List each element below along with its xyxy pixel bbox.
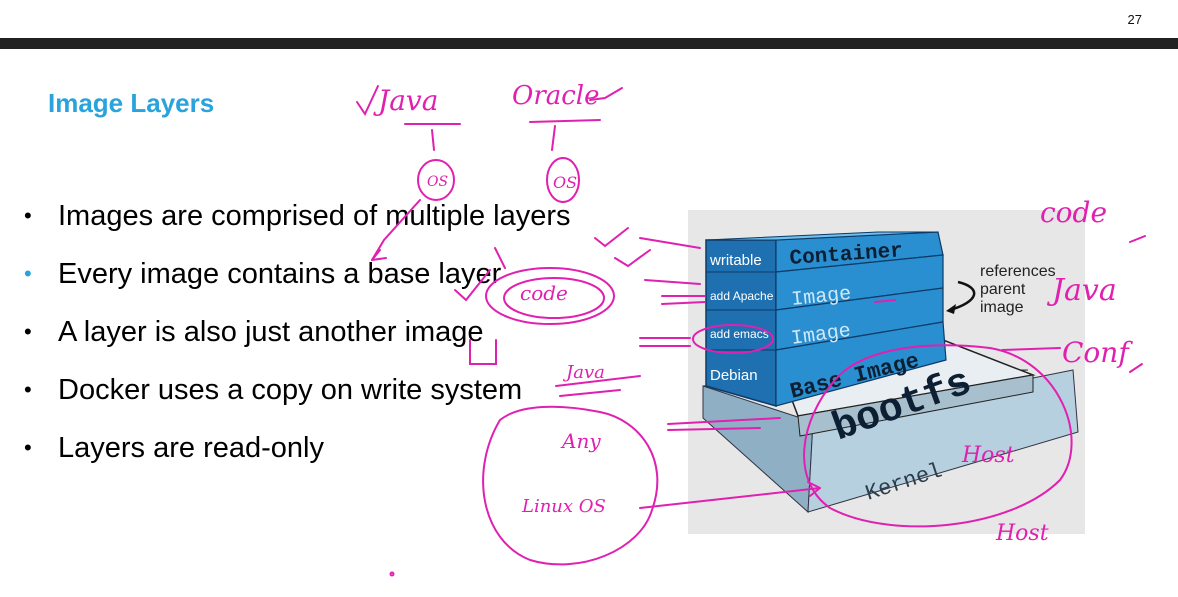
stroke [1129, 235, 1146, 243]
bullet-item: • Layers are read-only [24, 419, 598, 477]
references-arrow-icon [949, 280, 976, 312]
slide-title: Image Layers [48, 88, 215, 118]
checkmark-icon [594, 227, 629, 248]
connector-stroke [431, 129, 435, 151]
bullet-item: • Images are comprised of multiple layer… [24, 187, 598, 245]
arrowhead-icon [946, 304, 956, 314]
references-label: parent [980, 281, 1026, 298]
bullet-dot: • [24, 319, 32, 344]
layers-svg: writable add Apache add emacs Debian Con… [702, 231, 1079, 514]
checkmark-icon [356, 85, 379, 117]
bullet-dot: • [24, 261, 32, 286]
references-label: image [980, 299, 1024, 316]
bullet-list: • Images are comprised of multiple layer… [24, 187, 598, 477]
ink-dot [389, 571, 395, 577]
bullet-text: A layer is also just another image [58, 316, 484, 348]
title-bar [0, 38, 1178, 49]
page-number: 27 [1127, 12, 1142, 27]
checkmark-icon [589, 87, 623, 101]
bullet-text: Layers are read-only [58, 432, 324, 464]
arrow-stroke [639, 337, 691, 347]
handwritten-linux-os: Linux OS [521, 496, 606, 517]
references-label: references [980, 263, 1056, 280]
bullet-item: • Every image contains a base layer [24, 245, 598, 303]
checkmark-icon [614, 249, 651, 268]
bullet-text: Docker uses a copy on write system [58, 374, 523, 406]
handwritten-oracle: Oracle [512, 81, 600, 111]
side-label-add-apache: add Apache [710, 289, 774, 303]
side-label-writable: writable [709, 252, 762, 269]
bullet-item: • A layer is also just another image [24, 303, 598, 361]
handwritten-java: Java [373, 84, 438, 117]
bullet-dot: • [24, 203, 32, 228]
bullet-dot: • [24, 377, 32, 402]
stack-top [705, 231, 939, 241]
docker-layers-diagram: writable add Apache add emacs Debian Con… [688, 210, 1085, 534]
side-label-debian: Debian [710, 367, 758, 384]
side-label-add-emacs: add emacs [710, 327, 769, 341]
bullet-item: • Docker uses a copy on write system [24, 361, 598, 419]
stroke [1129, 363, 1143, 373]
connector-stroke [551, 125, 556, 151]
underline-stroke [529, 119, 601, 123]
bullet-text: Every image contains a base layer [58, 258, 502, 290]
bullet-dot: • [24, 435, 32, 460]
bullet-text: Images are comprised of multiple layers [58, 200, 571, 232]
